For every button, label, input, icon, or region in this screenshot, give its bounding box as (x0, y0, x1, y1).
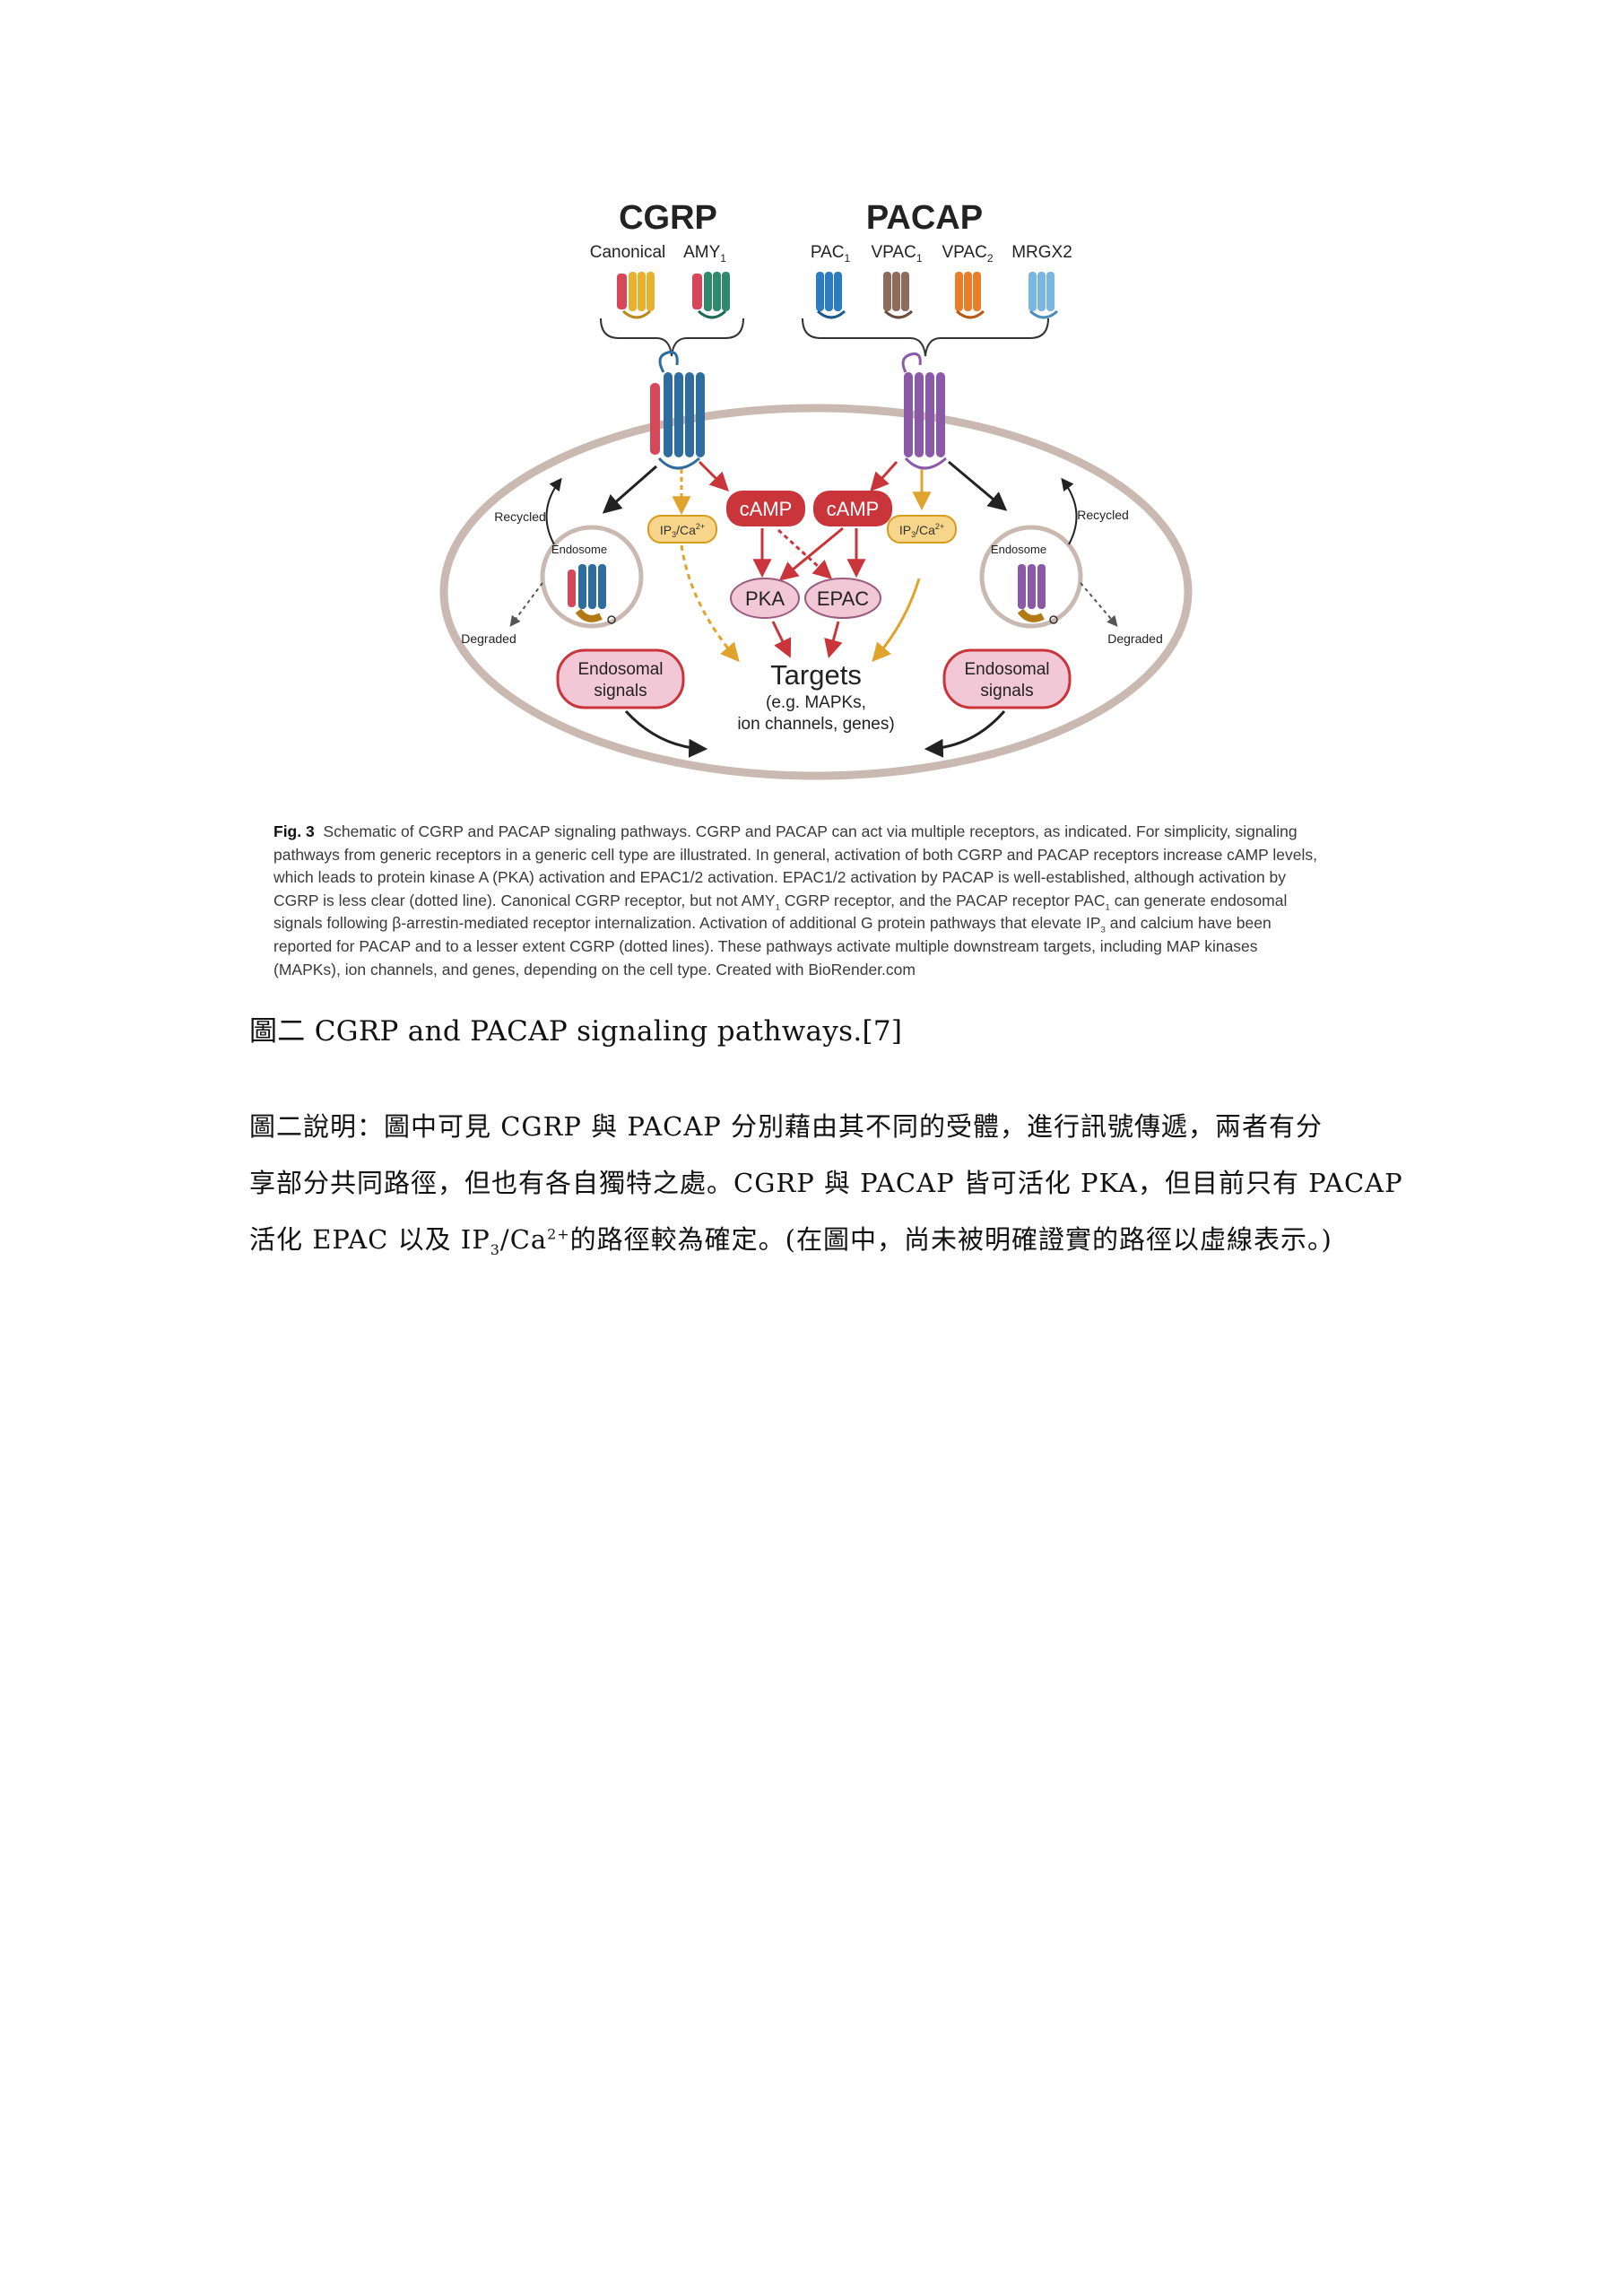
canonical-label: Canonical (590, 243, 666, 262)
svg-text:PKA: PKA (745, 587, 785, 610)
explanation-line: 圖二說明：圖中可見 CGRP 與 PACAP 分別藉由其不同的受體，進行訊號傳遞… (249, 1111, 1324, 1142)
right-recycled-label: Recycled (1077, 508, 1129, 522)
svg-text:IP3/Ca2+: IP3/Ca2+ (899, 522, 944, 539)
cgrp-membrane-receptor (650, 351, 705, 470)
camp-box-right: cAMP (813, 491, 892, 526)
right-degraded-label: Degraded (1107, 631, 1163, 646)
caption-line: Fig. 3 Schematic of CGRP and PACAP signa… (273, 822, 1298, 840)
right-degraded-arrow (1080, 582, 1118, 627)
amy1-receptor-icon (692, 272, 730, 319)
pka-to-targets-arrow (771, 621, 792, 658)
caption-line: (MAPKs), ion channels, and genes, depend… (273, 960, 916, 978)
pac1-label: PAC1 (811, 243, 851, 265)
mrgx2-label: MRGX2 (1011, 243, 1072, 262)
caption-line: pathways from generic receptors in a gen… (273, 845, 1318, 864)
svg-text:Endosome: Endosome (991, 543, 1046, 556)
ip3-ca-box-right: IP3/Ca2+ (887, 515, 957, 544)
epac-node: EPAC (804, 578, 881, 619)
pka-node: PKA (730, 578, 800, 619)
targets-example-line2: ion channels, genes) (737, 715, 894, 734)
figure-caption: Fig. 3 Schematic of CGRP and PACAP signa… (273, 821, 1354, 981)
svg-text:cAMP: cAMP (827, 498, 880, 520)
left-endosomal-to-targets-arrow (624, 709, 708, 758)
targets-example-line1: (e.g. MAPKs, (766, 693, 866, 712)
pathway-diagram: CGRP PACAP Canonical AMY1 PAC1 VPAC1 VPA… (439, 199, 1193, 780)
cgrp-to-endosome-arrow (602, 465, 657, 514)
cgrp-to-camp-arrow (698, 460, 729, 491)
left-recycled-label: Recycled (494, 509, 546, 524)
explanation-line: 享部分共同路徑，但也有各自獨特之處。CGRP 與 PACAP 皆可活化 PKA，… (249, 1168, 1403, 1198)
left-degraded-label: Degraded (461, 631, 516, 646)
cgrp-brace (600, 317, 744, 357)
right-endosome: Endosome (979, 525, 1083, 629)
right-endosomal-to-targets-arrow (924, 710, 1006, 758)
vpac1-label: VPAC1 (871, 243, 922, 265)
caption-line: signals following β-arrestin-mediated re… (273, 914, 1271, 935)
cgrp-title: CGRP (619, 199, 717, 237)
signaling-pathway-figure: CGRP PACAP Canonical AMY1 PAC1 VPAC1 VPA… (421, 193, 1228, 812)
pacap-to-endosome-arrow (948, 460, 1008, 511)
camp-box-left: cAMP (726, 491, 805, 526)
ip3-left-to-targets-dotted-arrow (680, 544, 740, 663)
svg-text:Endosomal: Endosomal (964, 660, 1049, 679)
right-endosomal-signals: Endosomal signals (942, 648, 1072, 709)
left-recycled-arrow (545, 477, 562, 545)
camp-left-to-epac-dotted-arrow (777, 528, 833, 579)
figure-title: 圖二 CGRP and PACAP signaling pathways.[7] (249, 1015, 903, 1048)
right-recycled-arrow (1061, 477, 1078, 545)
svg-text:EPAC: EPAC (817, 587, 869, 610)
vpac2-receptor-icon (955, 272, 985, 319)
mrgx2-receptor-icon (1028, 272, 1059, 319)
svg-text:cAMP: cAMP (740, 498, 793, 520)
caption-line: CGRP is less clear (dotted line). Canoni… (273, 891, 1288, 913)
ip3-right-to-targets-arrow (872, 578, 921, 663)
svg-text:signals: signals (980, 682, 1033, 700)
pac1-receptor-icon (816, 272, 846, 319)
camp-right-to-pka-arrow (778, 526, 844, 581)
svg-text:Endosomal: Endosomal (577, 660, 663, 679)
targets-label: Targets (770, 659, 862, 691)
left-endosome: Endosome (540, 525, 644, 629)
pacap-brace (802, 317, 1049, 357)
amy1-label: AMY1 (683, 243, 726, 265)
svg-text:signals: signals (594, 682, 647, 700)
left-endosomal-signals: Endosomal signals (556, 648, 685, 709)
explanation-line: 活化 EPAC 以及 IP3/Ca2+的路徑較為確定。(在圖中，尚未被明確證實的… (249, 1224, 1332, 1258)
left-degraded-arrow (509, 582, 543, 627)
caption-figure-label: Fig. 3 (273, 822, 315, 840)
canonical-receptor-icon (617, 272, 655, 319)
vpac2-label: VPAC2 (942, 243, 993, 265)
pacap-to-camp-arrow (870, 460, 898, 492)
figure-explanation: 圖二說明：圖中可見 CGRP 與 PACAP 分別藉由其不同的受體，進行訊號傳遞… (249, 1099, 1403, 1268)
ip3-ca-box-left: IP3/Ca2+ (647, 515, 717, 544)
pacap-membrane-receptor (901, 352, 947, 470)
vpac1-receptor-icon (883, 272, 914, 319)
svg-text:Endosome: Endosome (551, 543, 607, 556)
caption-line: which leads to protein kinase A (PKA) ac… (273, 868, 1287, 887)
caption-line: reported for PACAP and to a lesser exten… (273, 936, 1258, 955)
svg-text:IP3/Ca2+: IP3/Ca2+ (660, 522, 705, 539)
pacap-title: PACAP (866, 199, 983, 237)
epac-to-targets-arrow (824, 621, 843, 659)
